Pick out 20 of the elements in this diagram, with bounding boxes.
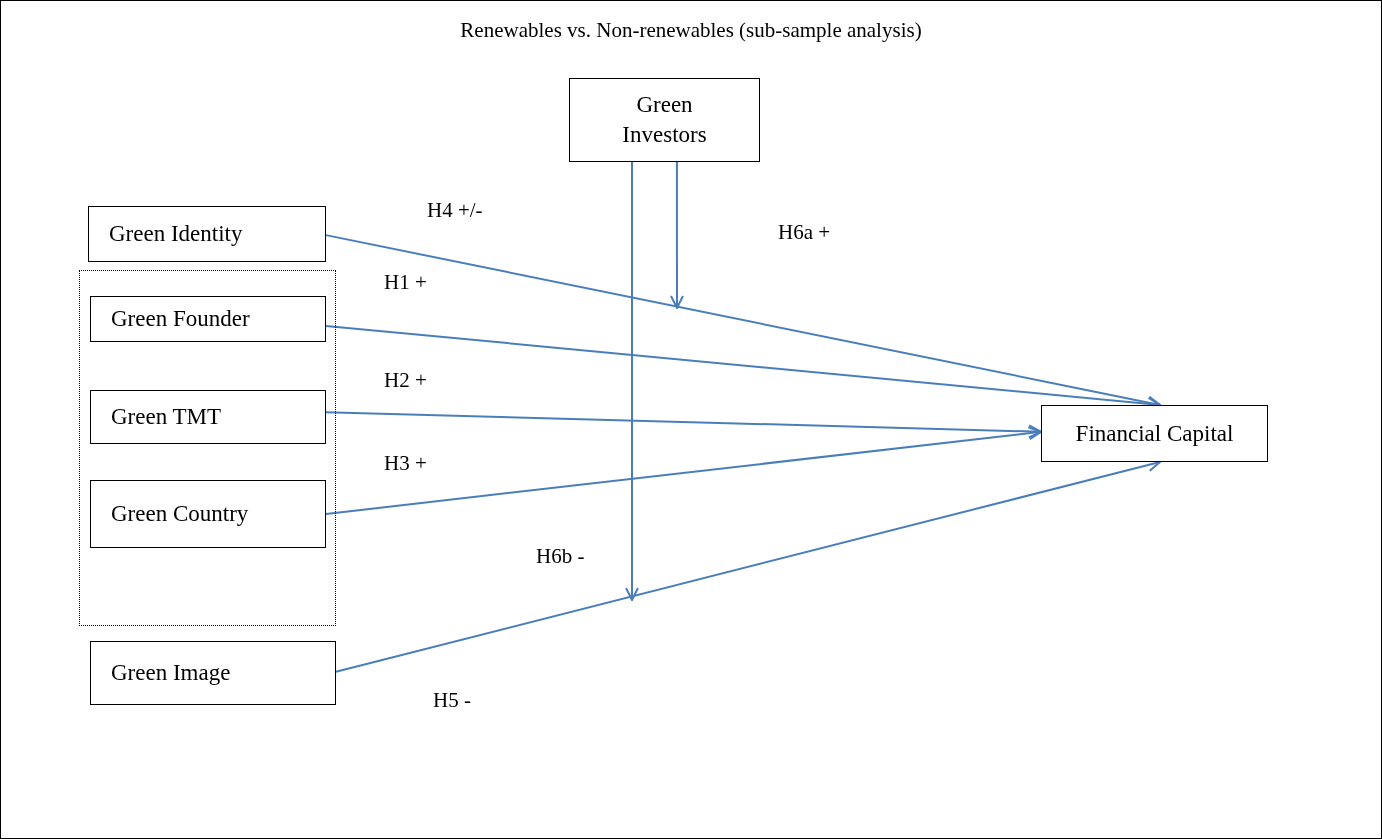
edge-label: H5 - [433,688,471,713]
edge-label: H4 +/- [427,198,483,223]
variable-box: Green Investors [569,78,760,162]
moderator-arrow [670,161,684,309]
edge-label: H1 + [384,270,427,295]
edge-label: H6b - [536,544,585,569]
variable-box: Green Image [90,641,336,705]
arrow [325,426,1042,515]
edge-label: H2 + [384,368,427,393]
variable-box: Green Identity [88,206,326,262]
variable-box: Financial Capital [1041,405,1268,462]
variable-box: Green TMT [90,390,326,444]
variable-box: Green Country [90,480,326,548]
moderator-arrow [625,161,639,601]
variable-box: Green Founder [90,296,326,342]
diagram-title: Renewables vs. Non-renewables (sub-sample analysis) [459,18,923,43]
dotted-group-box [79,270,336,626]
arrow [325,411,1042,439]
edge-label: H6a + [778,220,831,245]
edge-label: H3 + [384,451,427,476]
